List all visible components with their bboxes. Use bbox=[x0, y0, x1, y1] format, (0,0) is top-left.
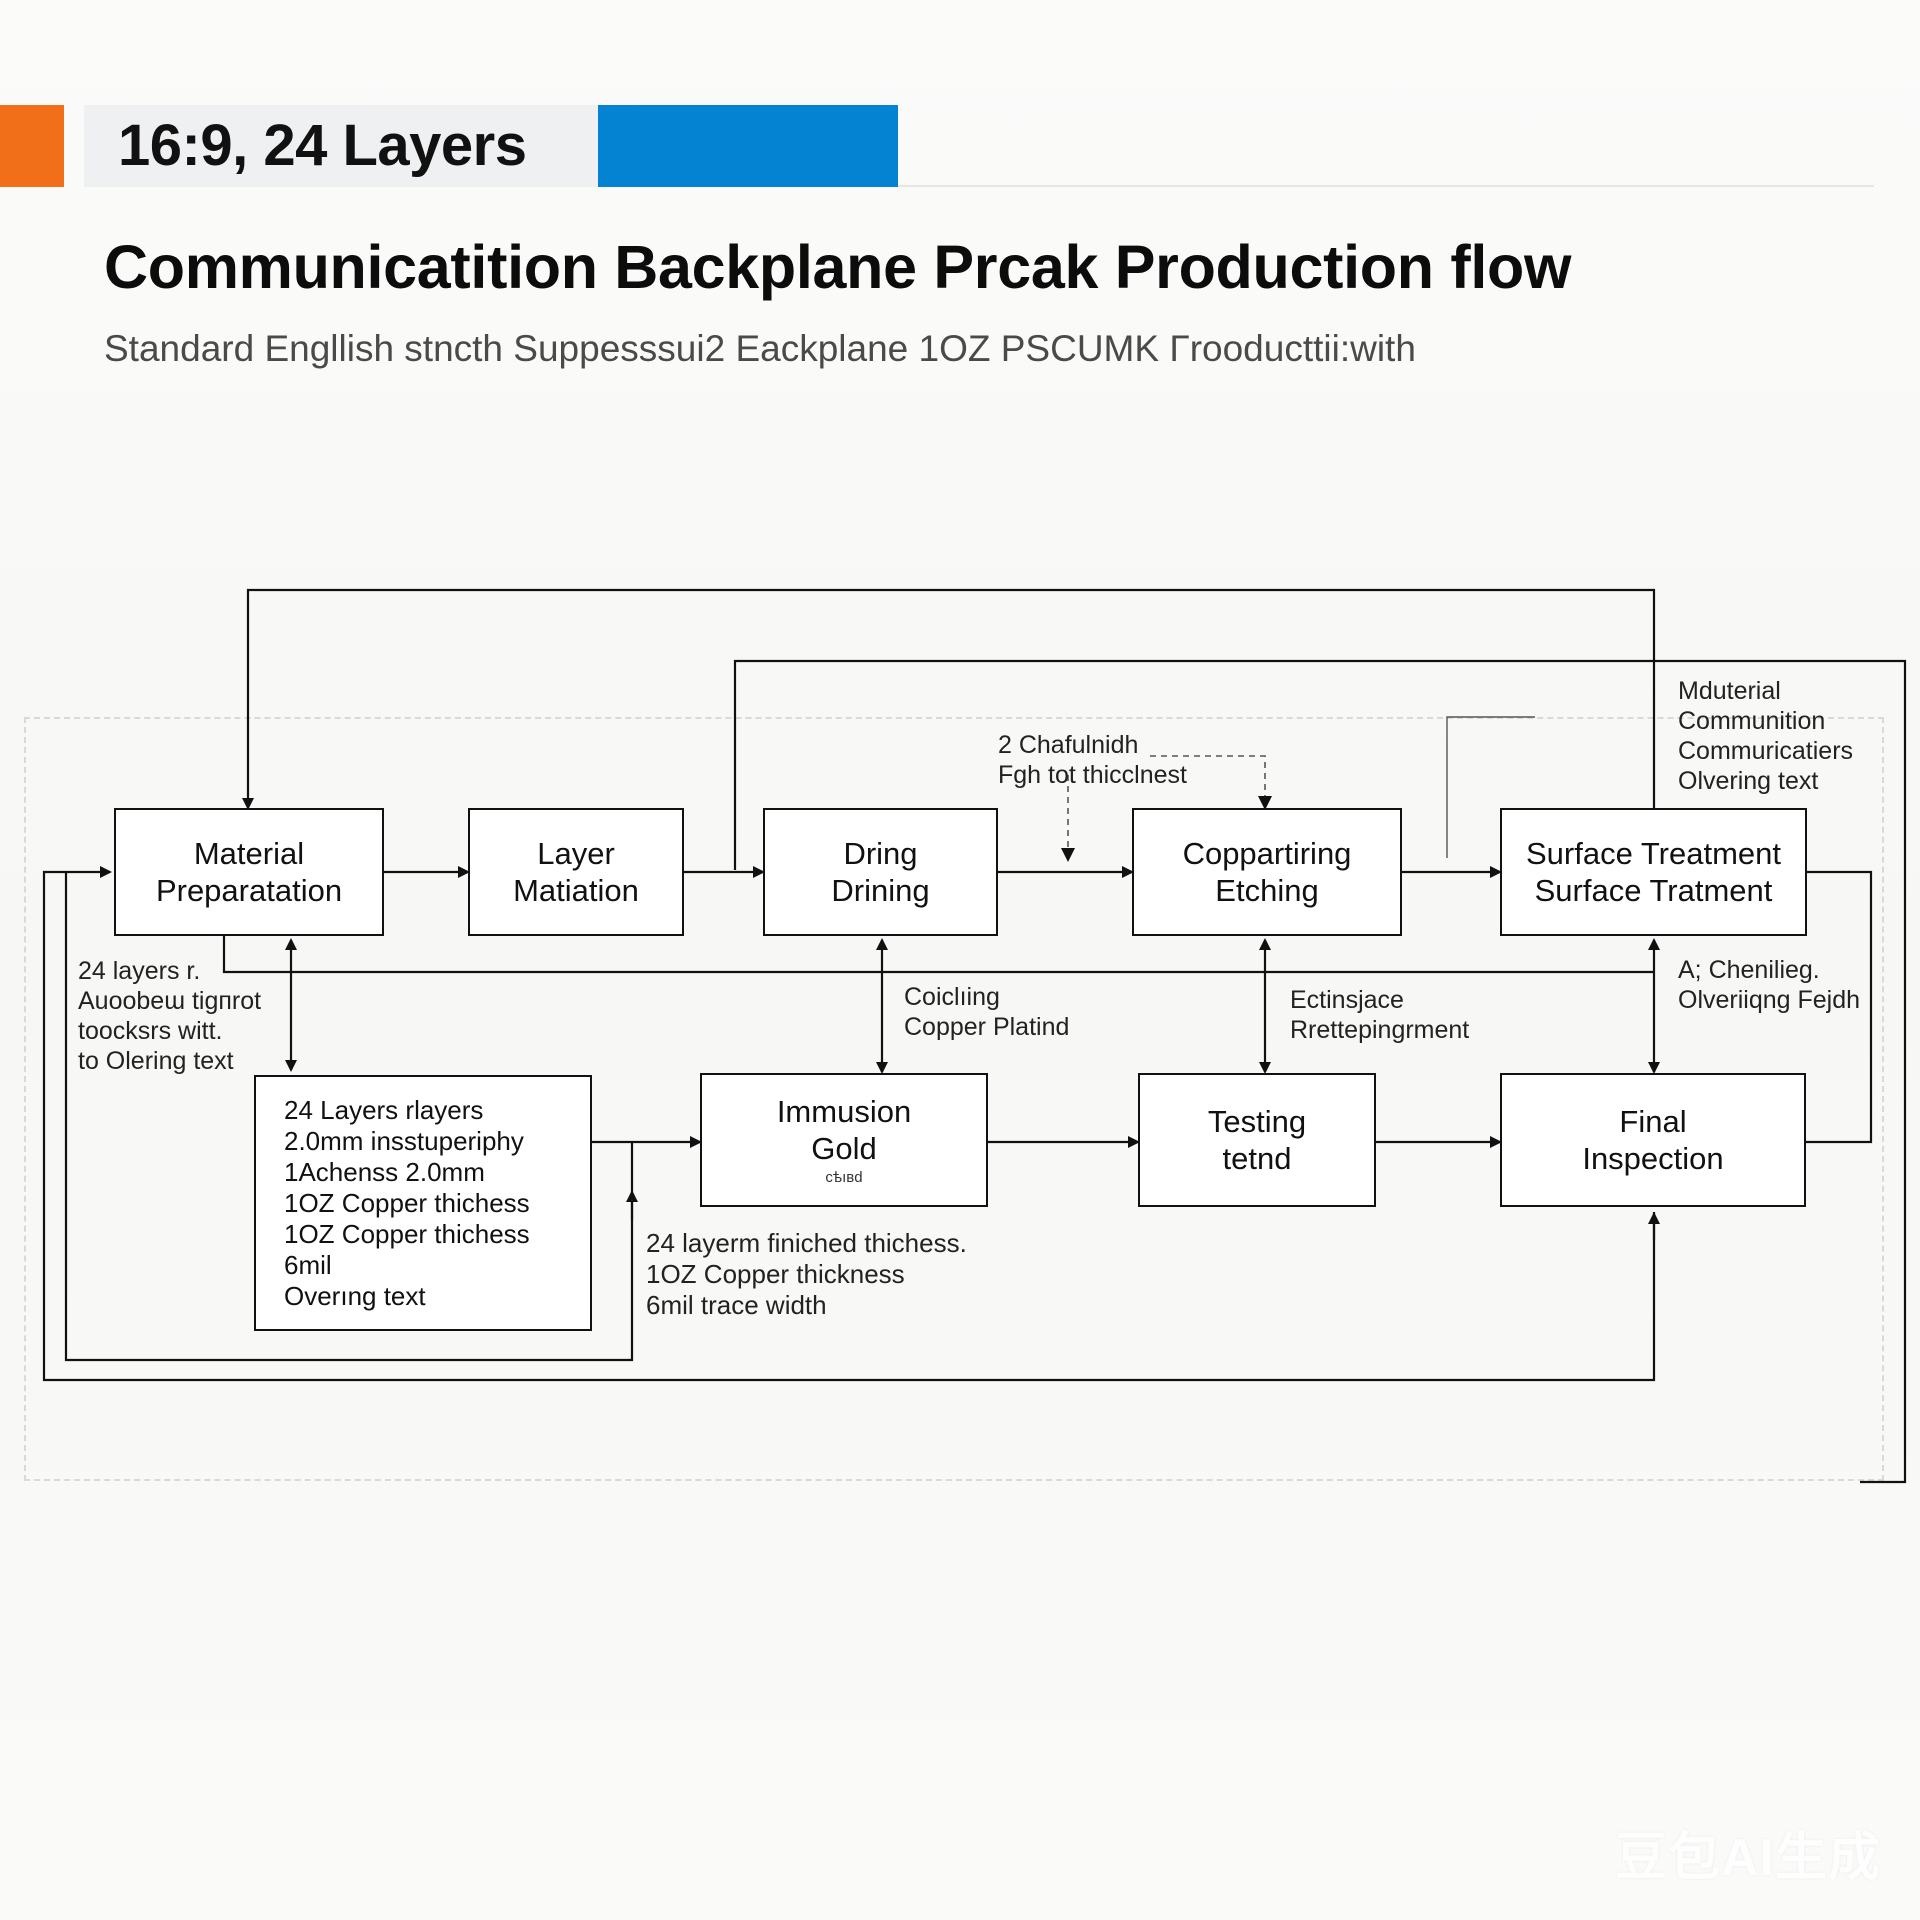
blue-accent-bar bbox=[598, 105, 898, 187]
spec-line: 1Achenss 2.0mm bbox=[284, 1157, 485, 1187]
note-line: to Olering text bbox=[78, 1047, 234, 1075]
surface-treatment-box: Surface Treatment Surface Tratment bbox=[1500, 808, 1807, 936]
note-line: Coiclıing bbox=[904, 983, 1000, 1011]
dashed-guide-arrowhead-2 bbox=[1061, 848, 1075, 862]
immusion-small-label: сѣıвd bbox=[825, 1169, 863, 1186]
note-line: Commuricatiers bbox=[1678, 737, 1854, 765]
spec-line: 1OZ Copper thichess bbox=[284, 1188, 530, 1218]
diagram-dashed-frame bbox=[24, 717, 1884, 1481]
note-line: Mduterial bbox=[1678, 677, 1781, 705]
note-line: 24 layerm finiched thichess. bbox=[646, 1228, 967, 1258]
material-preparation-line-1: Material bbox=[193, 836, 305, 871]
immusion-gold-box: Immusion Gold сѣıвd bbox=[700, 1073, 988, 1207]
dashed-guide-to-etching bbox=[1150, 755, 1266, 798]
immusion-line-1: Immusion bbox=[776, 1094, 912, 1129]
spec-line: 6mil bbox=[284, 1250, 332, 1280]
note-chemical-overhang: A; Chenilieg. Olveriiqng Fejdh bbox=[1678, 955, 1860, 1015]
dring-drining-box: Dring Drining bbox=[763, 808, 998, 936]
under-row-connector bbox=[222, 936, 1654, 974]
note-line: 6mil trace width bbox=[646, 1290, 827, 1320]
dashed-guide-arrowhead-1 bbox=[1258, 796, 1272, 810]
final-inspection-line-1: Final bbox=[1619, 1104, 1687, 1139]
note-line: Auoobeɯ tigпrot bbox=[78, 987, 262, 1015]
orange-accent-tab bbox=[0, 105, 64, 187]
dring-line-2: Drining bbox=[831, 873, 930, 908]
final-inspection-line-2: Inspection bbox=[1582, 1141, 1724, 1176]
note-line: Rrettepingrment bbox=[1290, 1016, 1470, 1044]
note-line: A; Chenilieg. bbox=[1678, 956, 1820, 984]
note-finished-specs: 24 layerm finiched thichess. 1OZ Copper … bbox=[646, 1228, 967, 1321]
layer-matiation-box: Layer Matiation bbox=[468, 808, 684, 936]
coppartiring-line-1: Coppartiring bbox=[1182, 836, 1352, 871]
note-line: toocksrs witt. bbox=[78, 1017, 223, 1045]
note-line: 2 Chafulnidh bbox=[998, 731, 1139, 759]
note-line: 24 layers r. bbox=[78, 957, 201, 985]
spec-line: 2.0mm insstuperiphy bbox=[284, 1126, 524, 1156]
up-arrow-to-bottom-row bbox=[64, 872, 634, 1362]
note-top-thickness: 2 Chafulnidh Fgh tot thicclnest bbox=[998, 730, 1187, 790]
coppartiring-line-2: Etching bbox=[1215, 873, 1319, 908]
note-line: Fgh tot thicclnest bbox=[998, 761, 1187, 789]
note-etching-replacement: Ectinsjace Rrettepingrment bbox=[1290, 985, 1469, 1045]
loop-top-line bbox=[242, 588, 1656, 810]
testing-box: Testing tetnd bbox=[1138, 1073, 1376, 1207]
note-coiching-copper: Coiclıing Copper Platind bbox=[904, 982, 1069, 1042]
dring-line-1: Dring bbox=[843, 836, 918, 871]
final-inspection-box: Final Inspection bbox=[1500, 1073, 1806, 1207]
surface-treatment-line-1: Surface Treatment bbox=[1525, 836, 1781, 871]
material-preparation-box: Material Preparatation bbox=[114, 808, 384, 936]
layer-matiation-line-2: Matiation bbox=[513, 873, 639, 908]
note-line: Copper Platind bbox=[904, 1013, 1070, 1041]
layer-spec-box: 24 Layers rlayers 2.0mm insstuperiphy 1A… bbox=[254, 1075, 592, 1331]
ai-generated-watermark: 豆包AI生成 bbox=[1615, 1829, 1882, 1887]
spec-line: Overıng text bbox=[284, 1281, 426, 1311]
note-line: 1OZ Copper thickness bbox=[646, 1259, 905, 1289]
spec-line: 24 Layers rlayers bbox=[284, 1095, 484, 1125]
header-badge-title: 16:9, 24 Layers bbox=[118, 113, 527, 178]
surface-to-final-right bbox=[1806, 870, 1873, 1144]
thin-connector-top-right bbox=[1446, 716, 1535, 858]
note-line: Olvering text bbox=[1678, 767, 1819, 795]
page-title: Communicatition Backplane Prcak Producti… bbox=[104, 233, 1572, 301]
surface-treatment-line-2: Surface Tratment bbox=[1534, 873, 1773, 908]
note-line: Ectinsjace bbox=[1290, 986, 1404, 1014]
testing-line-1: Testing bbox=[1207, 1104, 1307, 1139]
header-divider bbox=[898, 185, 1874, 187]
loop-right-line bbox=[733, 659, 1907, 1484]
testing-line-2: tetnd bbox=[1222, 1141, 1292, 1176]
immusion-line-2: Gold bbox=[811, 1131, 877, 1166]
left-loop-line bbox=[42, 866, 1656, 1382]
page-subtitle: Standard Engllish stncth Suppesssui2 Eac… bbox=[104, 328, 1416, 369]
header-badge-background bbox=[84, 105, 598, 187]
material-preparation-line-2: Preparatation bbox=[155, 873, 343, 908]
coppartiring-etching-box: Coppartiring Etching bbox=[1132, 808, 1402, 936]
note-top-right: Mduterial Communition Commuricatiers Olv… bbox=[1678, 676, 1853, 796]
note-line: Communition bbox=[1678, 707, 1826, 735]
note-left-layers: 24 layers r. Auoobeɯ tigпrot toocksrs wi… bbox=[78, 956, 261, 1076]
spec-line: 1OZ Copper thichess bbox=[284, 1219, 530, 1249]
layer-matiation-line-1: Layer bbox=[537, 836, 615, 871]
note-line: Olveriiqng Fejdh bbox=[1678, 986, 1861, 1014]
